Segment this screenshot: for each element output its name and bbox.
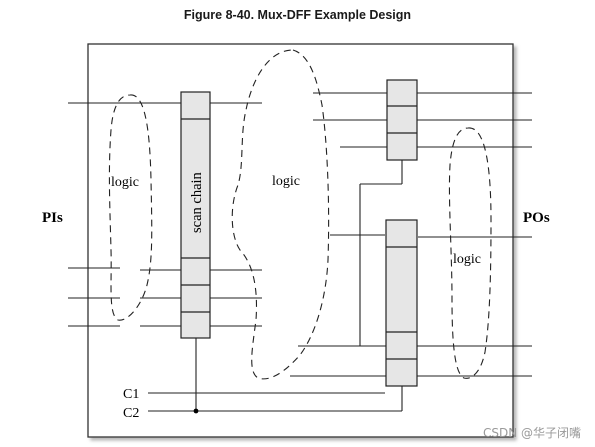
flop-stack-bottom: [385, 219, 418, 387]
logic-label-center: logic: [272, 174, 300, 189]
pis-label: PIs: [42, 210, 63, 226]
scan-chain-column: [180, 91, 211, 339]
logic-label-left: logic: [111, 175, 139, 190]
scan-chain-label: scan chain: [189, 171, 205, 233]
logic-cloud-center: [231, 49, 330, 380]
logic-cloud-left: [108, 94, 153, 321]
c2-label: C2: [123, 406, 139, 421]
c1-label: C1: [123, 387, 139, 402]
logic-label-right: logic: [453, 252, 481, 267]
figure-title: Figure 8-40. Mux-DFF Example Design: [183, 8, 412, 22]
flop-stack-top: [386, 79, 418, 161]
design-boundary: [87, 43, 514, 438]
pos-label: POs: [523, 210, 550, 226]
logic-cloud-right: [448, 127, 492, 379]
watermark: CSDN @华子闭嘴: [482, 426, 581, 440]
clock-junction-dot: [193, 408, 199, 414]
